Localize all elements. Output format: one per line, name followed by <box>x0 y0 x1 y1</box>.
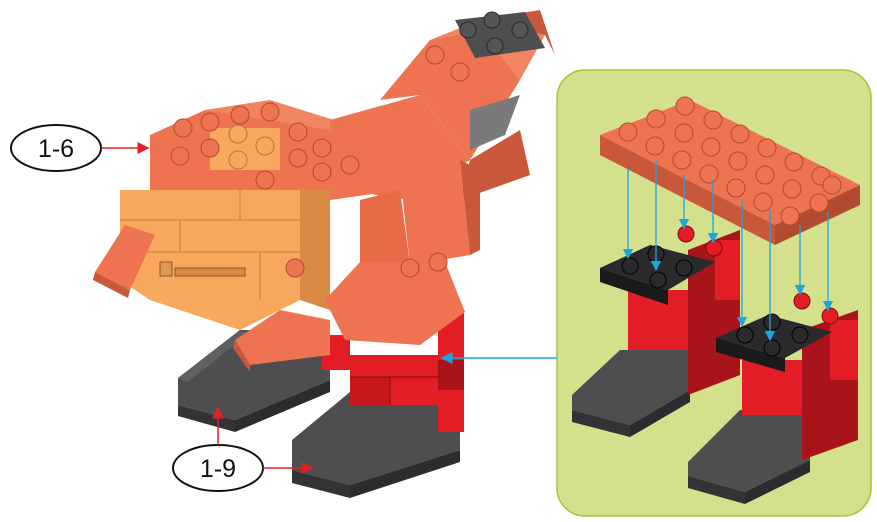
gray-studs <box>459 11 529 55</box>
assembly-detail-inset <box>440 69 872 517</box>
main-model <box>93 10 555 498</box>
callout-label-1-6: 1-6 <box>38 135 74 163</box>
inset-right-boot <box>688 292 858 504</box>
studs <box>170 45 470 278</box>
red-leg-bricks <box>322 312 464 432</box>
callout-1-9: 1-9 <box>172 406 314 492</box>
assembly-arrows <box>622 160 834 342</box>
light-studs <box>228 124 275 170</box>
callout-label-1-9: 1-9 <box>200 455 236 483</box>
callout-1-6: 1-6 <box>10 124 150 172</box>
right-leg-flap <box>233 262 465 372</box>
left-wing <box>93 225 155 298</box>
chest-block <box>360 160 480 270</box>
body-light-orange <box>120 180 330 330</box>
orange-plate-2x8 <box>600 96 860 245</box>
